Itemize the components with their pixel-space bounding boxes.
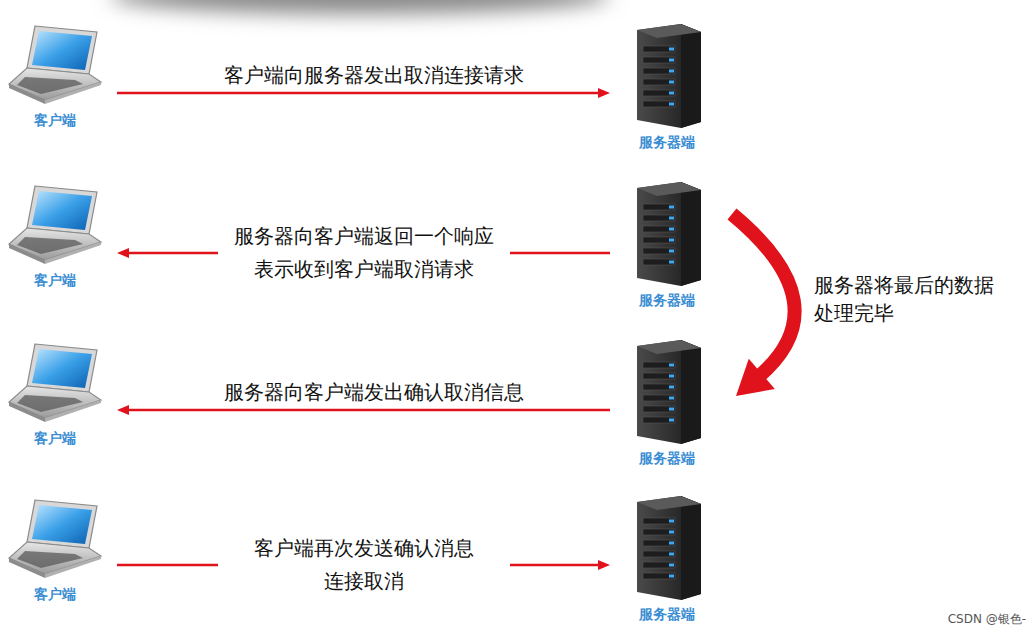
edge-label: 服务器将最后的数据处理完毕 [814, 271, 998, 327]
node-label: 服务器端 [622, 292, 712, 310]
client-node: 客户端 [5, 496, 105, 604]
server-icon [629, 494, 705, 600]
client-node: 客户端 [5, 182, 105, 290]
server-icon [629, 22, 705, 128]
node-label: 客户端 [5, 586, 105, 604]
node-label: 服务器端 [622, 450, 712, 468]
server-icon [629, 338, 705, 444]
laptop-icon [5, 22, 105, 106]
connector [117, 405, 610, 415]
client-node: 客户端 [5, 22, 105, 130]
node-label: 客户端 [5, 112, 105, 130]
edge-label: 服务器向客户端发出确认取消信息 [224, 376, 504, 409]
connector [117, 88, 610, 98]
server-icon [629, 180, 705, 286]
laptop-icon [5, 340, 105, 424]
server-node: 服务器端 [622, 494, 712, 624]
client-node: 客户端 [5, 340, 105, 448]
server-node: 服务器端 [622, 180, 712, 310]
arrow-line [127, 409, 610, 412]
node-label: 客户端 [5, 430, 105, 448]
server-node: 服务器端 [622, 22, 712, 152]
arrowhead [117, 248, 129, 258]
top-shadow [110, 0, 610, 14]
node-label: 服务器端 [622, 606, 712, 624]
arrowhead [736, 359, 775, 396]
arrowhead [117, 405, 129, 415]
edge-label: 客户端再次发送确认消息 连接取消 [218, 532, 510, 598]
node-label: 服务器端 [622, 134, 712, 152]
arrow-line [117, 92, 600, 95]
laptop-icon [5, 182, 105, 266]
laptop-icon [5, 496, 105, 580]
curved-arrow [732, 214, 795, 376]
arrowhead [598, 560, 610, 570]
node-label: 客户端 [5, 272, 105, 290]
edge-label: 客户端向服务器发出取消连接请求 [224, 59, 504, 92]
watermark: CSDN @银色- [946, 611, 1028, 628]
connector [732, 214, 795, 396]
edge-label: 服务器向客户端返回一个响应 表示收到客户端取消请求 [218, 220, 510, 286]
arrowhead [598, 88, 610, 98]
server-node: 服务器端 [622, 338, 712, 468]
